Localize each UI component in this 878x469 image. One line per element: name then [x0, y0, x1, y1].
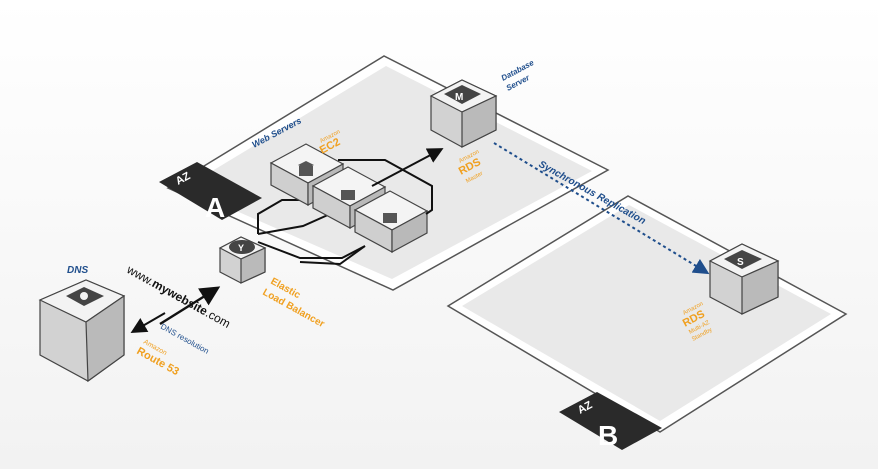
- database-master-icon: M: [455, 92, 463, 103]
- web-server-3[interactable]: [353, 190, 429, 254]
- az-b-letter: B: [598, 420, 618, 451]
- load-balancer-icon: Y: [238, 243, 244, 253]
- server-chip-icon: [299, 166, 313, 176]
- load-balancer[interactable]: Y: [218, 236, 267, 284]
- database-standby-icon: S: [737, 257, 744, 268]
- server-chip-icon: [341, 190, 355, 200]
- availability-zone-b: [446, 195, 848, 433]
- dns-route53[interactable]: [38, 279, 126, 383]
- request-arrow: [159, 286, 221, 326]
- server-chip-icon: [383, 213, 397, 223]
- webserver-to-db-links: [299, 148, 444, 266]
- az-b-badge: AZ B: [559, 392, 662, 451]
- az-a-letter: A: [205, 192, 225, 223]
- az-a-badge: AZ A: [159, 162, 262, 223]
- db-master[interactable]: M: [429, 79, 498, 148]
- dns-title: DNS: [67, 265, 88, 276]
- replication-arrow: [493, 142, 710, 275]
- db-standby[interactable]: S: [708, 243, 780, 315]
- dns-resolution-arrow: [130, 312, 166, 334]
- apple-icon: [80, 292, 88, 300]
